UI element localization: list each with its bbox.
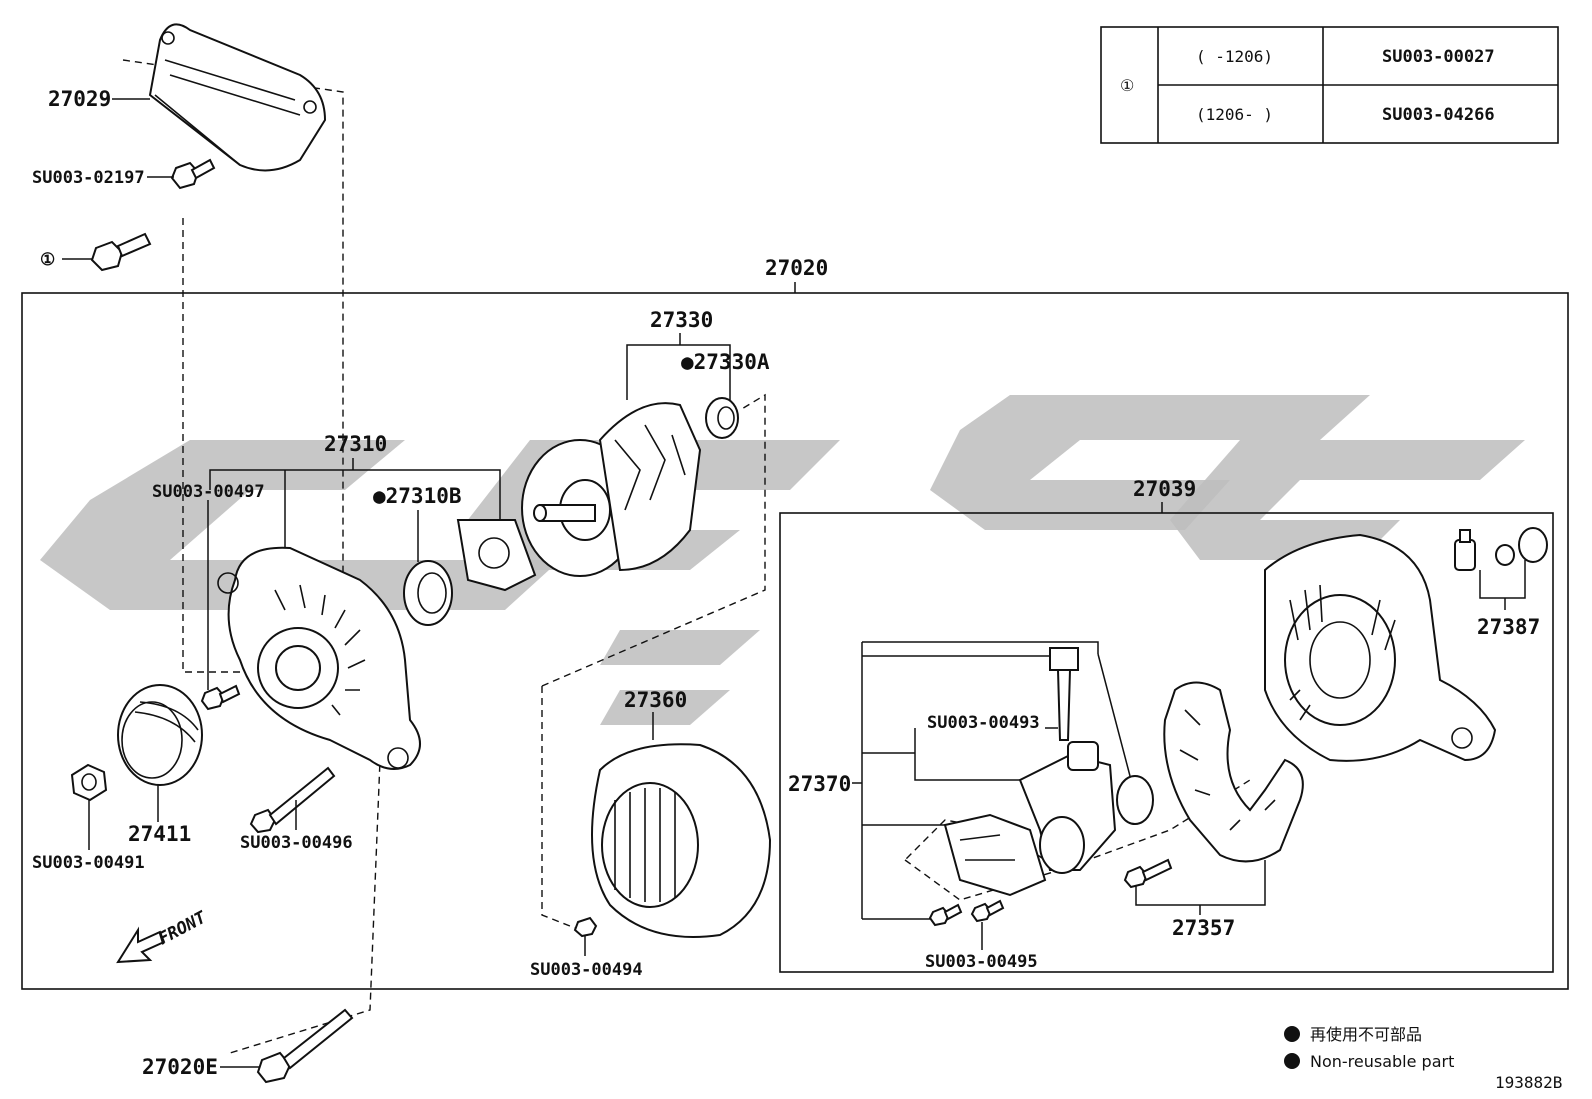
legend-label-en: Non-reusable part — [1310, 1052, 1454, 1071]
legend-dot-1 — [1284, 1026, 1300, 1042]
label-27330: 27330 — [650, 308, 713, 332]
table-callout: ① — [1120, 76, 1134, 95]
rectifier-27357 — [1163, 681, 1304, 863]
label-27387: 27387 — [1477, 615, 1540, 639]
supersession-table: ① ( -1206) SU003-00027 (1206- ) SU003-04… — [1100, 26, 1559, 144]
screws-su003-00495 — [928, 899, 1005, 927]
table-row-2-range: (1206- ) — [1196, 105, 1273, 124]
label-27330a: ●27330A — [681, 350, 770, 374]
label-su003-00497: SU003-00497 — [152, 482, 265, 502]
pulley-27411 — [117, 684, 203, 786]
rear-housing-27039 — [1264, 533, 1497, 762]
rectifier-screw — [1123, 858, 1173, 889]
assembly-box-27039 — [779, 512, 1554, 973]
bearing-27310b — [403, 560, 453, 626]
front-housing-27310 — [217, 546, 421, 770]
label-su003-00496: SU003-00496 — [240, 833, 353, 853]
screw-su003-00497 — [200, 684, 241, 711]
table-row-1-range: ( -1206) — [1196, 47, 1273, 66]
label-27020: 27020 — [765, 256, 828, 280]
label-27020e: 27020E — [142, 1055, 218, 1079]
regulator-box-27370 — [852, 641, 1099, 920]
terminal-parts-27387 — [1454, 527, 1548, 571]
o-ring — [1116, 775, 1154, 825]
table-row-2-part: SU003-04266 — [1382, 105, 1495, 125]
label-27411: 27411 — [128, 822, 191, 846]
table-row-1-part: SU003-00027 — [1382, 47, 1495, 67]
label-su003-00491: SU003-00491 — [32, 853, 145, 873]
label-27357: 27357 — [1172, 916, 1235, 940]
legend: 再使用不可部品 Non-reusable part — [1284, 1025, 1454, 1071]
legend-label-ja: 再使用不可部品 — [1310, 1025, 1422, 1044]
rotor-27330 — [521, 402, 702, 577]
nut-su003-00491 — [70, 763, 108, 802]
retainer-plate — [456, 519, 537, 592]
screw-su003-00494 — [573, 916, 598, 938]
brush-holder — [1049, 647, 1079, 741]
stator-27360 — [591, 743, 772, 938]
bolt-27020e — [256, 1008, 354, 1084]
label-su003-00495: SU003-00495 — [925, 952, 1038, 972]
drawing-id: 193882B — [1495, 1073, 1562, 1092]
label-su003-00493: SU003-00493 — [927, 713, 1040, 733]
label-su003-02197: SU003-02197 — [32, 168, 145, 188]
legend-dot-2 — [1284, 1053, 1300, 1069]
front-direction-label: FRONT — [155, 907, 210, 949]
label-27310b: ●27310B — [373, 484, 462, 508]
label-27360: 27360 — [624, 688, 687, 712]
bolt-su003-02197 — [170, 158, 216, 190]
bolt-su003-00496 — [249, 766, 336, 834]
label-27029: 27029 — [48, 87, 111, 111]
label-27039: 27039 — [1133, 477, 1196, 501]
regulator-body — [1018, 741, 1117, 874]
label-su003-00494: SU003-00494 — [530, 960, 643, 980]
brush-plate — [943, 813, 1047, 897]
bolt-callout-1 — [90, 232, 152, 272]
bearing-27330a — [705, 397, 739, 439]
label-27370: 27370 — [788, 772, 851, 796]
heat-shield-27029 — [148, 23, 327, 172]
label-27310: 27310 — [324, 432, 387, 456]
front-arrow-icon — [116, 926, 166, 964]
label-callout-1: ① — [40, 250, 55, 270]
